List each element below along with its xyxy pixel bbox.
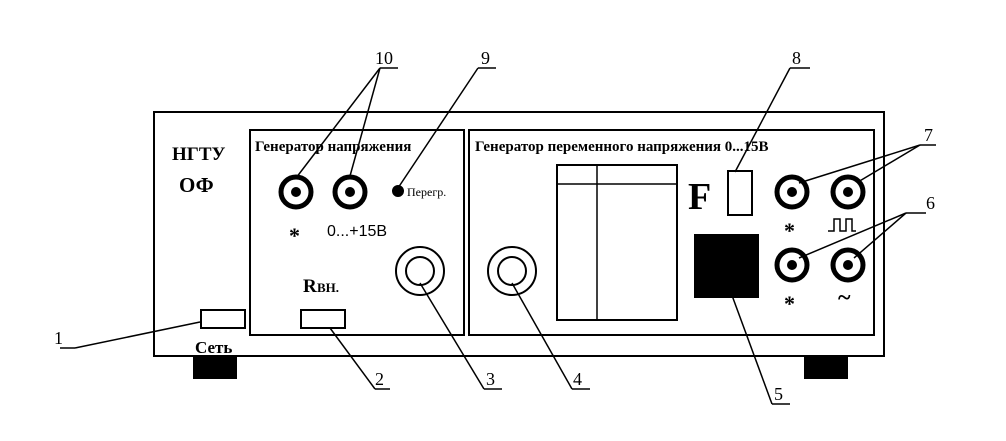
right-foot — [804, 355, 848, 379]
callout-6: 6 — [926, 193, 935, 213]
callout-1: 1 — [54, 328, 63, 348]
callout-5: 5 — [774, 384, 783, 404]
frequency-label: F — [688, 176, 711, 218]
square-ground-symbol: * — [784, 218, 795, 243]
sine-ground-connector — [774, 247, 810, 283]
square-wave-icon — [828, 218, 856, 232]
ac-amplitude-knob — [487, 246, 537, 296]
square-ground-connector — [774, 174, 810, 210]
rint-label-sub: ВН. — [317, 280, 339, 295]
dc-generator-title: Генератор напряжения — [255, 139, 411, 155]
callout-4: 4 — [573, 369, 582, 389]
callout-3: 3 — [486, 369, 495, 389]
callout-9: 9 — [481, 48, 490, 68]
callout-7: 7 — [924, 125, 933, 145]
brand-line2: ОФ — [179, 173, 214, 197]
ac-scale-window — [556, 164, 678, 321]
callout-8: 8 — [792, 48, 801, 68]
callout-2: 2 — [375, 369, 384, 389]
dc-output-ground-connector — [278, 174, 314, 210]
dc-range-label: 0...+15В — [327, 223, 387, 240]
overload-indicator — [392, 185, 404, 197]
frequency-indicator — [727, 170, 753, 216]
square-output-connector — [830, 174, 866, 210]
dc-voltage-knob — [395, 246, 445, 296]
callout-leaders — [60, 67, 936, 405]
power-label: Сеть — [195, 338, 232, 357]
power-switch — [200, 309, 246, 329]
dc-output-connector — [332, 174, 368, 210]
device-body — [153, 111, 885, 357]
sine-ground-symbol: * — [784, 291, 795, 316]
dc-ground-symbol: * — [289, 223, 300, 248]
sine-wave-symbol: ~ — [838, 285, 851, 311]
rint-label-main: R — [303, 276, 317, 297]
callout-10: 10 — [375, 48, 393, 68]
frequency-switch — [694, 234, 759, 298]
sine-output-connector — [830, 247, 866, 283]
rint-switch — [300, 309, 346, 329]
dc-generator-panel — [249, 129, 465, 336]
brand-line1: НГТУ — [172, 144, 226, 165]
ac-generator-panel — [468, 129, 875, 336]
ac-generator-title: Генератор переменного напряжения 0...15В — [475, 139, 769, 155]
overload-label: Перегр. — [407, 185, 446, 199]
left-foot — [193, 355, 237, 379]
